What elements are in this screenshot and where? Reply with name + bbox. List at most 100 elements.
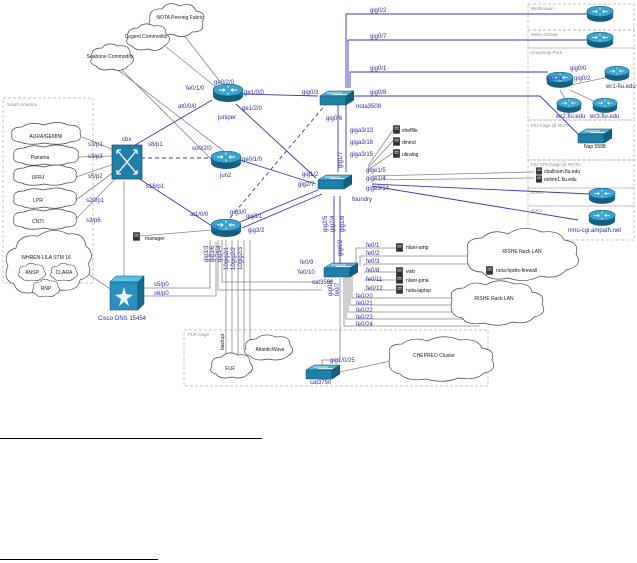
cbx-switch[interactable] bbox=[111, 144, 143, 180]
label-cat3750: cat3750 bbox=[310, 380, 332, 386]
if-cbx-s3p3: s3/p3 bbox=[88, 154, 103, 160]
if-f-gig316: giga3/16 bbox=[350, 140, 374, 146]
link-ufrj-cbx bbox=[75, 163, 115, 178]
label-upark-router: gig0/0 bbox=[570, 66, 587, 72]
cloud-label-panama: Panama bbox=[31, 155, 50, 161]
link-f-ultralog bbox=[367, 152, 394, 171]
nota3508-switch-icon[interactable] bbox=[319, 90, 354, 106]
manager-server-icon[interactable] bbox=[133, 232, 140, 241]
label-laptop: nota-laptop bbox=[406, 288, 431, 294]
foundry-switch-icon[interactable] bbox=[317, 174, 352, 190]
wr1-router-icon[interactable] bbox=[604, 66, 630, 81]
server-labels: sheffile dmind ultralog cballsam.fiu.edu… bbox=[402, 84, 636, 294]
cloud-rishe2 bbox=[450, 280, 545, 326]
label-cat3500: cat3500 bbox=[312, 280, 334, 286]
if-cbx-s5p2: s5/p2 bbox=[88, 174, 103, 180]
label-nap5508: Nap 5508 bbox=[584, 144, 606, 150]
label-manager: manager bbox=[145, 236, 165, 242]
if-f-gige15: gige1/5 bbox=[366, 168, 386, 174]
link-i2-cat3500-b bbox=[217, 240, 322, 291]
juniper-router-icon[interactable] bbox=[212, 84, 244, 102]
if-f-gig25: gig2/5 bbox=[323, 215, 329, 232]
metro-router-icon[interactable] bbox=[586, 32, 614, 48]
label-vwb: vwb bbox=[406, 269, 415, 275]
if-c-gig01: gig0/1 bbox=[328, 279, 334, 296]
cloud-panama bbox=[13, 144, 79, 166]
link-aura-cbx bbox=[81, 136, 115, 151]
cloud-flr bbox=[210, 352, 253, 379]
if-nota-gig07: gig0/7 bbox=[370, 34, 387, 40]
cat3500-switch-icon[interactable] bbox=[323, 262, 358, 278]
laptop-server-icon[interactable] bbox=[396, 285, 403, 294]
link-f-cpa bbox=[371, 171, 535, 177]
dmind-server-icon[interactable] bbox=[393, 137, 400, 146]
cat3750-switch-icon[interactable] bbox=[305, 364, 340, 380]
if-cbx-s3p1: s3/p1 bbox=[88, 142, 103, 148]
ons-device[interactable] bbox=[109, 275, 145, 311]
cloud-label-cnti: CNTI bbox=[32, 219, 44, 225]
label-foundry: foundry bbox=[352, 197, 372, 203]
link-foundry-nmu bbox=[371, 185, 579, 221]
link-ons-i2-a bbox=[138, 240, 211, 289]
if-nota-gig08: gig0/8 bbox=[370, 90, 387, 96]
niku-router-icon[interactable] bbox=[588, 210, 616, 226]
cballsam-server-icon[interactable] bbox=[536, 167, 542, 175]
nlanramp-server-icon[interactable] bbox=[396, 243, 403, 252]
wr2-router-icon[interactable] bbox=[556, 98, 582, 113]
nap5508-switch-icon[interactable] bbox=[577, 128, 612, 144]
jun2-router-icon[interactable] bbox=[210, 151, 242, 169]
link-f-dmind bbox=[367, 140, 394, 169]
cloud-lpr bbox=[13, 187, 77, 209]
if-jun-ge100: ge1/0/0 bbox=[244, 90, 265, 96]
niws-router-icon[interactable] bbox=[588, 188, 616, 204]
cloud-cogent bbox=[126, 23, 170, 51]
label-hpdrs: nota-hpdrs-firewall bbox=[496, 268, 537, 274]
if-c-fe02: fe0/2 bbox=[366, 251, 380, 257]
link-cbx-juniper bbox=[129, 99, 213, 149]
if-cbx-s16p1: s16/p1 bbox=[146, 184, 165, 190]
cloud-label-lpr: LPR bbox=[33, 198, 43, 204]
cloud-label-rishe2: RISHE Rack LAN bbox=[474, 296, 514, 302]
vwb-server-icon[interactable] bbox=[396, 267, 403, 276]
firewall-server-icon[interactable] bbox=[486, 266, 493, 275]
region-labels: South America Wolfsonian Metro Center Un… bbox=[7, 6, 581, 337]
if-jun-ge020: ge0/2/0 bbox=[214, 80, 235, 86]
if-c-gig02: gig0/2 bbox=[338, 239, 344, 256]
cloud-chepreo bbox=[388, 336, 495, 382]
region-fiu-cage bbox=[527, 119, 635, 161]
sub-clouds bbox=[18, 262, 78, 297]
cbx-arrows-icon bbox=[116, 149, 138, 175]
nlanrpma-server-icon[interactable] bbox=[396, 275, 403, 284]
if-nota-gig06: gig0/6 bbox=[326, 116, 343, 122]
link-f-sheffile bbox=[367, 129, 394, 167]
cloud-ansp bbox=[18, 262, 46, 281]
wolf-router-icon[interactable] bbox=[586, 6, 614, 22]
region-label-fiu-cpa-cage: FIU CPA Cage @ NOTA bbox=[531, 162, 581, 167]
if-f-gige14: gige1/4 bbox=[366, 176, 386, 182]
if-c3750-gig1025: gig1/0/25 bbox=[330, 358, 355, 364]
sheffile-server-icon[interactable] bbox=[393, 125, 400, 134]
link-panama-cbx bbox=[77, 155, 115, 158]
link-f-cpa2 bbox=[371, 177, 535, 181]
if-cbx-s3p6: s3/p6 bbox=[86, 218, 101, 224]
if-c-fe011: fe0/11 bbox=[366, 277, 383, 283]
online1-server-icon[interactable] bbox=[536, 175, 542, 183]
if-c-fe021: fe0/21 bbox=[356, 301, 373, 307]
link-nota-upark bbox=[349, 71, 548, 88]
cloud-label-whren: WHREN-LILA STM 16 bbox=[21, 255, 71, 261]
cloud-atlanticwave bbox=[244, 334, 293, 361]
devices-layer bbox=[109, 6, 630, 380]
link-cat3750-chepreo bbox=[339, 359, 396, 373]
links-blue bbox=[129, 13, 591, 264]
if-i2-at100: at1/0/0 bbox=[190, 212, 209, 218]
link-cat-fe024 bbox=[343, 276, 480, 327]
cloud-label-cogent: Cogent Commodity bbox=[125, 34, 168, 40]
wr3-router-icon[interactable] bbox=[592, 98, 618, 113]
device-labels: cbx juniper jun2 i2 nota3508 foundry cat… bbox=[98, 66, 606, 386]
cloud-label-rnp: RNP bbox=[41, 286, 52, 292]
if-i2-gig33: gig3/3 bbox=[204, 245, 210, 262]
link-cat-fe022 bbox=[347, 276, 480, 313]
if-i2-backup: backup bbox=[220, 334, 226, 350]
cloud-label-seabone: Seabone Commodity bbox=[87, 54, 134, 60]
ultralog-server-icon[interactable] bbox=[393, 149, 400, 158]
